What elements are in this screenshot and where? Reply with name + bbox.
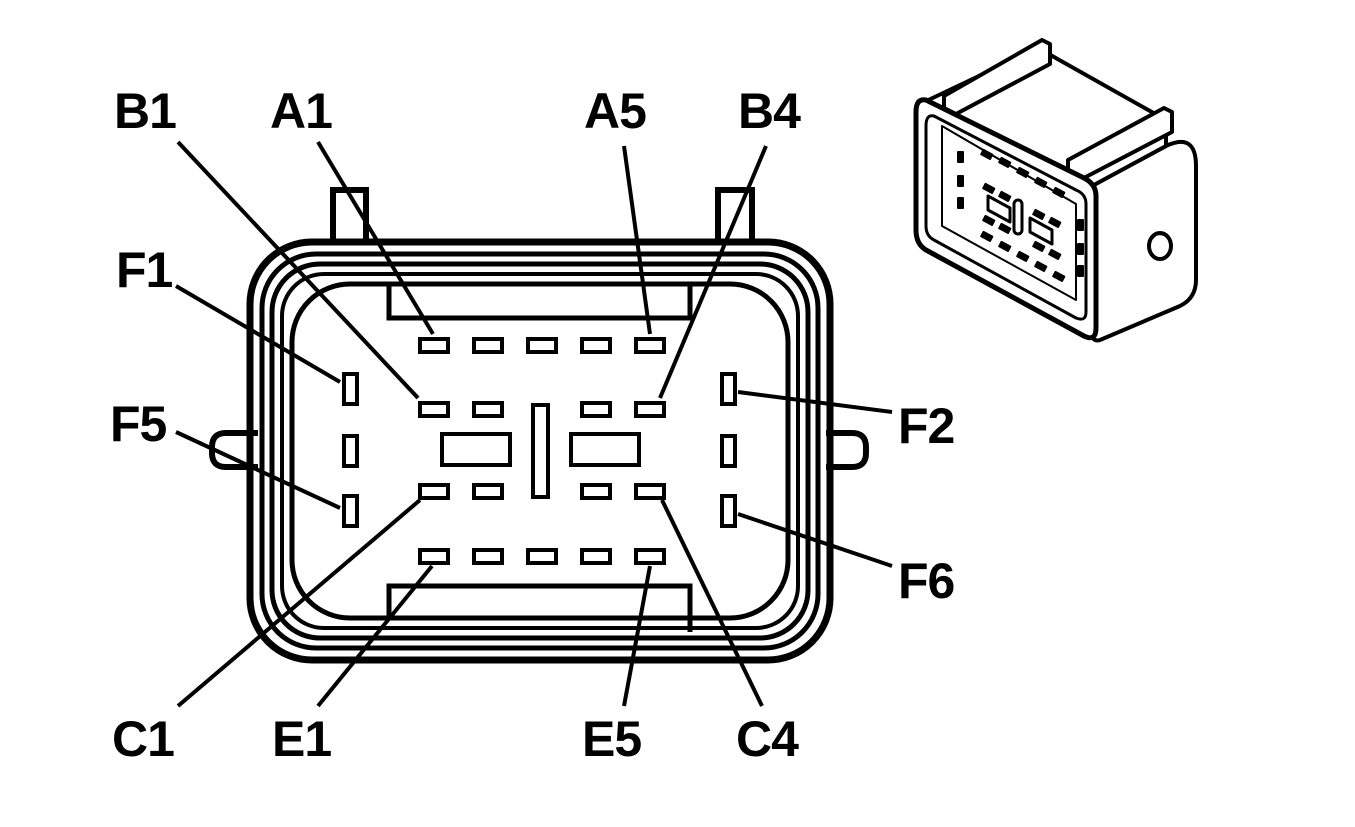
cavity-a3 (526, 337, 558, 354)
connector-3d-center-slot (1012, 198, 1024, 236)
shell-ring-4 (280, 272, 800, 630)
cavity-a5 (634, 337, 666, 354)
cavity-large-right (569, 432, 641, 467)
bottom-key (386, 583, 693, 632)
leader-a5 (622, 145, 652, 335)
connector-3d-cavity (957, 151, 964, 163)
cavity-f5 (342, 494, 359, 528)
cavity-f3 (342, 434, 359, 468)
cavity-c1 (418, 483, 450, 500)
connector-3d-view (913, 38, 1198, 343)
label-f5: F5 (110, 396, 167, 452)
connector-3d-cavity (1048, 248, 1062, 260)
cavity-b1 (418, 401, 450, 418)
connector-face (209, 187, 869, 664)
shell-inner (289, 281, 791, 621)
cavity-a2 (472, 337, 504, 354)
cavity-f1 (342, 372, 359, 406)
connector-3d-large-cavity-left (986, 194, 1012, 224)
leader-f1 (174, 284, 342, 384)
connector-3d-cavity (1077, 219, 1084, 231)
label-e1: E1 (272, 711, 331, 767)
label-c4: C4 (736, 711, 799, 767)
connector-3d-face-inner-2 (941, 125, 1077, 301)
connector-3d-cavity (998, 190, 1012, 202)
leader-c4 (660, 499, 764, 707)
leader-e1 (316, 564, 434, 708)
cavity-a1 (418, 337, 450, 354)
leader-f6 (737, 512, 893, 568)
cavity-c3 (580, 483, 612, 500)
connector-3d-cavity (998, 156, 1012, 168)
top-left-tab (330, 187, 369, 242)
connector-3d-cavity (1048, 216, 1062, 228)
connector-3d-cavity (1077, 265, 1084, 277)
shell-ring-2 (259, 251, 821, 651)
cavity-a4 (580, 337, 612, 354)
connector-3d-cavity (1052, 270, 1066, 282)
cavity-e1 (418, 548, 450, 565)
label-c1: C1 (112, 711, 174, 767)
label-b4: B4 (738, 83, 801, 139)
connector-3d-cavity (1016, 250, 1030, 262)
leader-f5 (175, 430, 341, 510)
connector-3d-cavities (957, 148, 1084, 282)
label-f1: F1 (116, 242, 173, 298)
connector-3d-cavity (980, 230, 994, 242)
connector-3d-cavity (1016, 166, 1030, 178)
shell-outer (246, 238, 834, 664)
label-f2: F2 (898, 398, 954, 454)
cavity-f6 (720, 494, 737, 528)
leader-b1 (176, 140, 420, 400)
label-a1: A1 (270, 83, 332, 139)
connector-3d-cavity (982, 214, 996, 226)
connector-3d-cavity (998, 240, 1012, 252)
label-f6: F6 (898, 553, 954, 609)
cavity-f4 (720, 434, 737, 468)
connector-3d-cavity (1077, 243, 1084, 255)
connector-3d-large-cavity-right (1028, 216, 1054, 246)
connector-3d-cavity (982, 182, 996, 194)
leader-f2 (737, 390, 893, 414)
connector-3d-cavity (1052, 186, 1066, 198)
connector-3d-cavity (957, 197, 964, 209)
connector-3d-cavity (980, 148, 994, 160)
cavity-e4 (580, 548, 612, 565)
right-ear (826, 430, 869, 470)
cavity-f2 (720, 372, 737, 406)
leader-c1 (176, 498, 422, 708)
connector-3d-face-inner (924, 114, 1088, 321)
cavity-large-left (440, 432, 512, 467)
terminal-cavities (342, 337, 737, 565)
connector-3d-cavity (1034, 260, 1048, 272)
pin-labels: B1 A1 A5 B4 F1 F5 F2 F6 C1 E1 E5 C4 (110, 83, 955, 767)
connector-3d-cavity (998, 222, 1012, 234)
leader-b4 (658, 145, 768, 399)
connector-3d-cavity (957, 175, 964, 187)
leader-lines (174, 140, 893, 708)
label-e5: E5 (582, 711, 641, 767)
cavity-e5 (634, 548, 666, 565)
label-a5: A5 (584, 83, 646, 139)
connector-3d-boss-top (1148, 232, 1172, 242)
cavity-c4 (634, 483, 666, 500)
label-b1: B1 (114, 83, 176, 139)
connector-3d-cavity (1032, 240, 1046, 252)
connector-3d-cavity (1032, 208, 1046, 220)
connector-3d-body (1090, 140, 1198, 343)
leader-e5 (622, 565, 652, 707)
cavity-e2 (472, 548, 504, 565)
cavity-c2 (472, 483, 504, 500)
cavity-b4 (634, 401, 666, 418)
cavity-center-slot (531, 403, 550, 499)
cavity-e3 (526, 548, 558, 565)
leader-a1 (316, 140, 435, 336)
shell-ring-3 (269, 261, 811, 641)
cavity-b2 (472, 401, 504, 418)
connector-3d-cavity (1034, 176, 1048, 188)
top-key (386, 284, 693, 321)
top-right-tab (715, 187, 755, 242)
cavity-b3 (580, 401, 612, 418)
